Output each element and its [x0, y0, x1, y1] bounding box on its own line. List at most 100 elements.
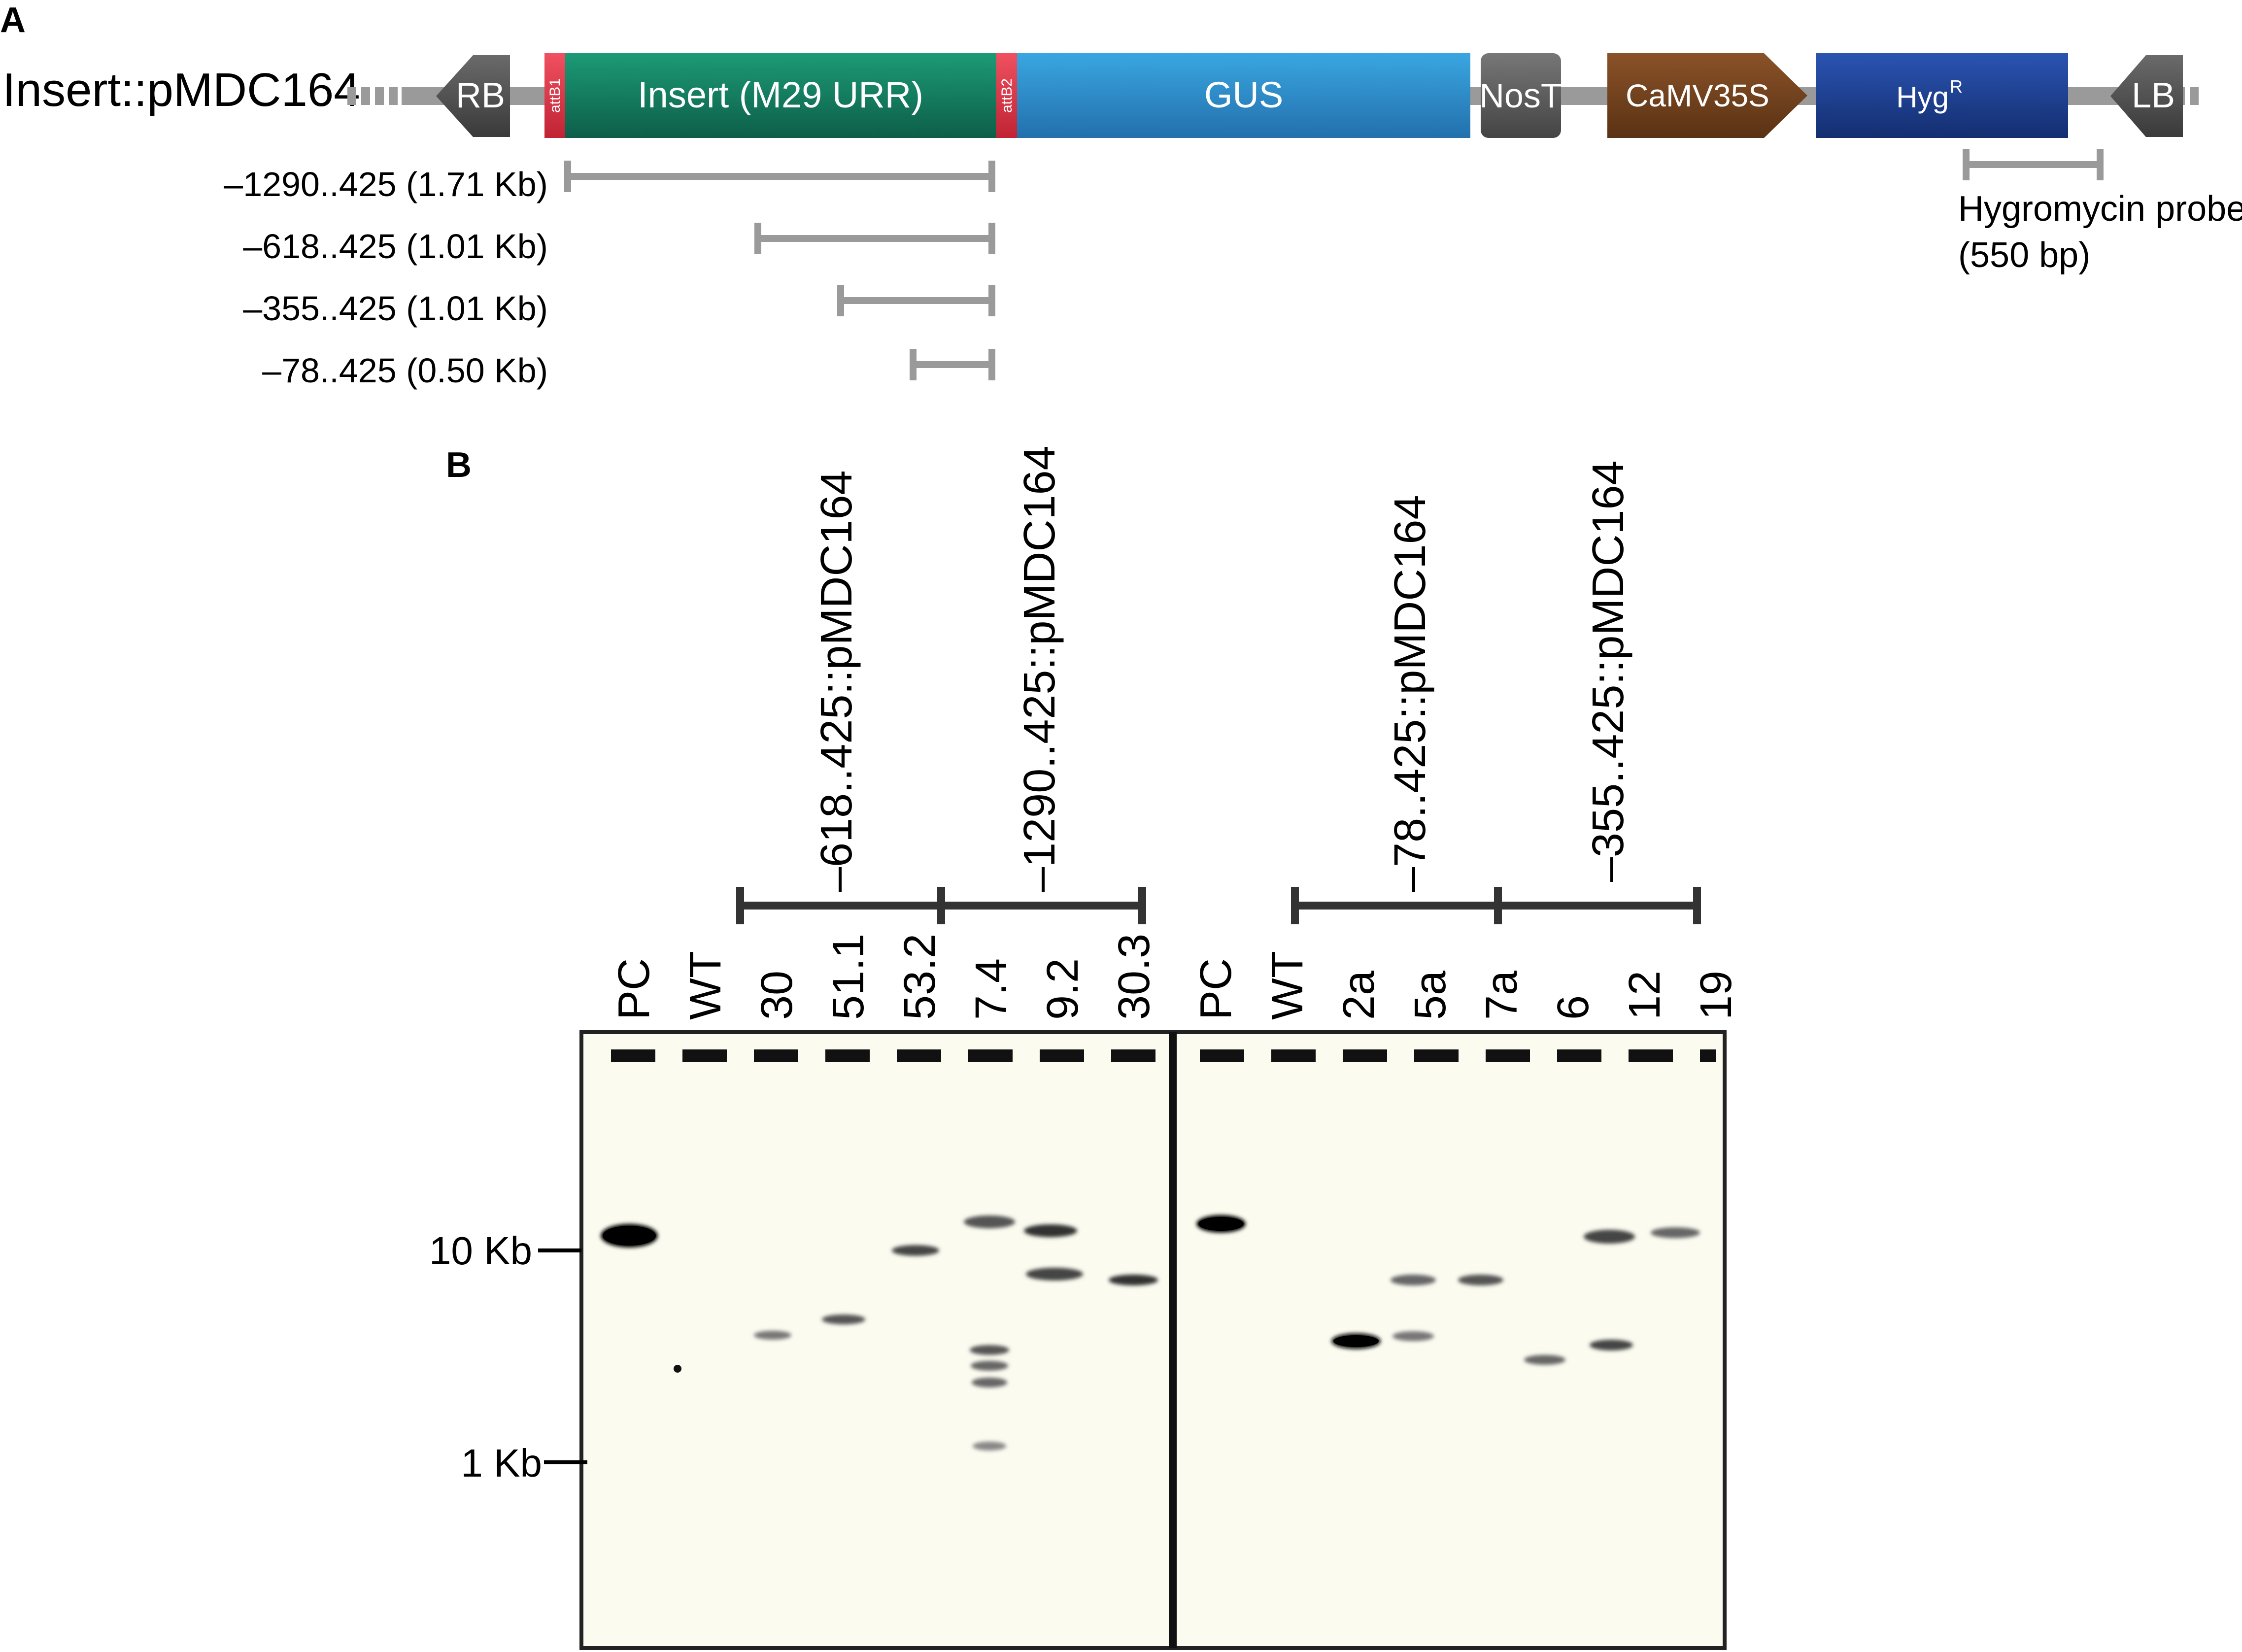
panel-a-letter: A [0, 0, 26, 40]
well [1414, 1049, 1459, 1062]
camv35s-arrow [1607, 53, 1807, 138]
group-label-1290: –1290..425::pMDC164 [1015, 445, 1064, 892]
lane-labels-right: PC WT 2a 5a 7a 6 12 19 [1191, 951, 1741, 1020]
well [897, 1049, 941, 1062]
well [1200, 1049, 1244, 1062]
band [822, 1315, 865, 1324]
lane-label: WT [681, 951, 730, 1020]
well [1486, 1049, 1530, 1062]
band [972, 1378, 1007, 1387]
gel-left [579, 1030, 1175, 1650]
lb-arrow [2110, 55, 2183, 137]
hygr-box [1816, 53, 2068, 138]
fragments: –1290..425 (1.71 Kb) –618..425 (1.01 Kb)… [224, 149, 2242, 390]
attb2-label: attB2 [999, 78, 1015, 113]
nost-box [1481, 53, 1561, 138]
well [682, 1049, 727, 1062]
hygr-superscript: R [1950, 76, 1963, 97]
band [1524, 1355, 1565, 1365]
lane-label: PC [610, 958, 659, 1020]
band [1651, 1227, 1700, 1238]
insert-box [565, 53, 996, 138]
band [1393, 1331, 1434, 1341]
band [1590, 1340, 1633, 1350]
attb1-box [544, 53, 565, 138]
rb-arrow [436, 55, 510, 137]
lane-label: 51.1 [824, 934, 873, 1020]
bands [601, 1215, 1700, 1450]
panel-b-letter: B [446, 445, 472, 485]
fragment-label-3: –355..425 (1.01 Kb) [243, 289, 548, 328]
lane-label: 7.4 [967, 958, 1016, 1020]
band [1584, 1230, 1635, 1244]
probe-label-line2: (550 bp) [1958, 236, 2090, 275]
lane-label: 53.2 [895, 934, 945, 1020]
band [754, 1331, 791, 1340]
fragment-bar-3 [837, 285, 995, 316]
band [674, 1365, 681, 1373]
hygr-label: Hyg [1896, 81, 1949, 114]
construct-name: Insert::pMDC164 [2, 64, 360, 116]
fragment-bar-1 [564, 161, 995, 192]
group-label-618: –618..425::pMDC164 [812, 470, 861, 892]
band [1198, 1217, 1244, 1231]
band [1109, 1275, 1158, 1285]
rb-label: RB [456, 76, 505, 115]
well [1700, 1049, 1716, 1062]
insert-label: Insert (M29 URR) [638, 74, 923, 115]
lane-label: 2a [1334, 970, 1384, 1020]
probe-label-line1: Hygromycin probe [1958, 189, 2242, 229]
marker-label-1kb: 1 Kb [461, 1441, 542, 1485]
band [603, 1226, 656, 1246]
well [611, 1049, 655, 1062]
hygromycin-probe-bar [1963, 149, 2104, 180]
well [754, 1049, 798, 1062]
fragment-label-1: –1290..425 (1.71 Kb) [224, 165, 548, 203]
lane-label: 30 [752, 971, 802, 1020]
well [968, 1049, 1013, 1062]
wells [611, 1049, 1716, 1062]
band [970, 1345, 1009, 1355]
nost-label: NosT [1479, 76, 1562, 115]
lane-label: 9.2 [1038, 958, 1087, 1020]
lane-label: WT [1263, 951, 1312, 1020]
lane-label: 30.3 [1110, 934, 1159, 1020]
fragment-label-4: –78..425 (0.50 Kb) [262, 351, 548, 390]
construct-map: RB attB1 Insert (M29 URR) attB2 GUS NosT… [347, 53, 2200, 138]
lane-label: 6 [1549, 995, 1598, 1020]
group-label-78: –78..425::pMDC164 [1386, 495, 1435, 892]
well [1111, 1049, 1155, 1062]
lane-label: 19 [1692, 971, 1741, 1020]
well [1557, 1049, 1601, 1062]
gus-box [1017, 53, 1470, 138]
lane-label: 12 [1620, 971, 1669, 1020]
group-brackets [736, 887, 1701, 924]
band [892, 1245, 939, 1256]
marker-label-10kb: 10 Kb [429, 1229, 532, 1273]
fragment-bar-4 [910, 349, 995, 380]
group-label-355: –355..425::pMDC164 [1584, 460, 1633, 882]
lane-label: PC [1191, 958, 1241, 1020]
well [825, 1049, 870, 1062]
well [1271, 1049, 1316, 1062]
well [1343, 1049, 1387, 1062]
attb1-label: attB1 [547, 78, 563, 113]
size-markers: 10 Kb 1 Kb [429, 1229, 587, 1485]
well [1040, 1049, 1084, 1062]
band [971, 1361, 1008, 1371]
band [1024, 1224, 1077, 1237]
band [1026, 1268, 1083, 1281]
lane-labels-left: PC WT 30 51.1 53.2 7.4 9.2 30.3 [610, 934, 1159, 1020]
lb-label: LB [2132, 76, 2175, 115]
well [1629, 1049, 1673, 1062]
fragment-bar-2 [754, 223, 995, 254]
attb2-box [996, 53, 1017, 138]
band [973, 1442, 1006, 1450]
gus-label: GUS [1204, 74, 1283, 115]
lane-label: 5a [1406, 970, 1455, 1020]
gel-right [1171, 1030, 1727, 1650]
band [1333, 1335, 1379, 1347]
band [1458, 1275, 1503, 1285]
lane-label: 7a [1477, 970, 1527, 1020]
